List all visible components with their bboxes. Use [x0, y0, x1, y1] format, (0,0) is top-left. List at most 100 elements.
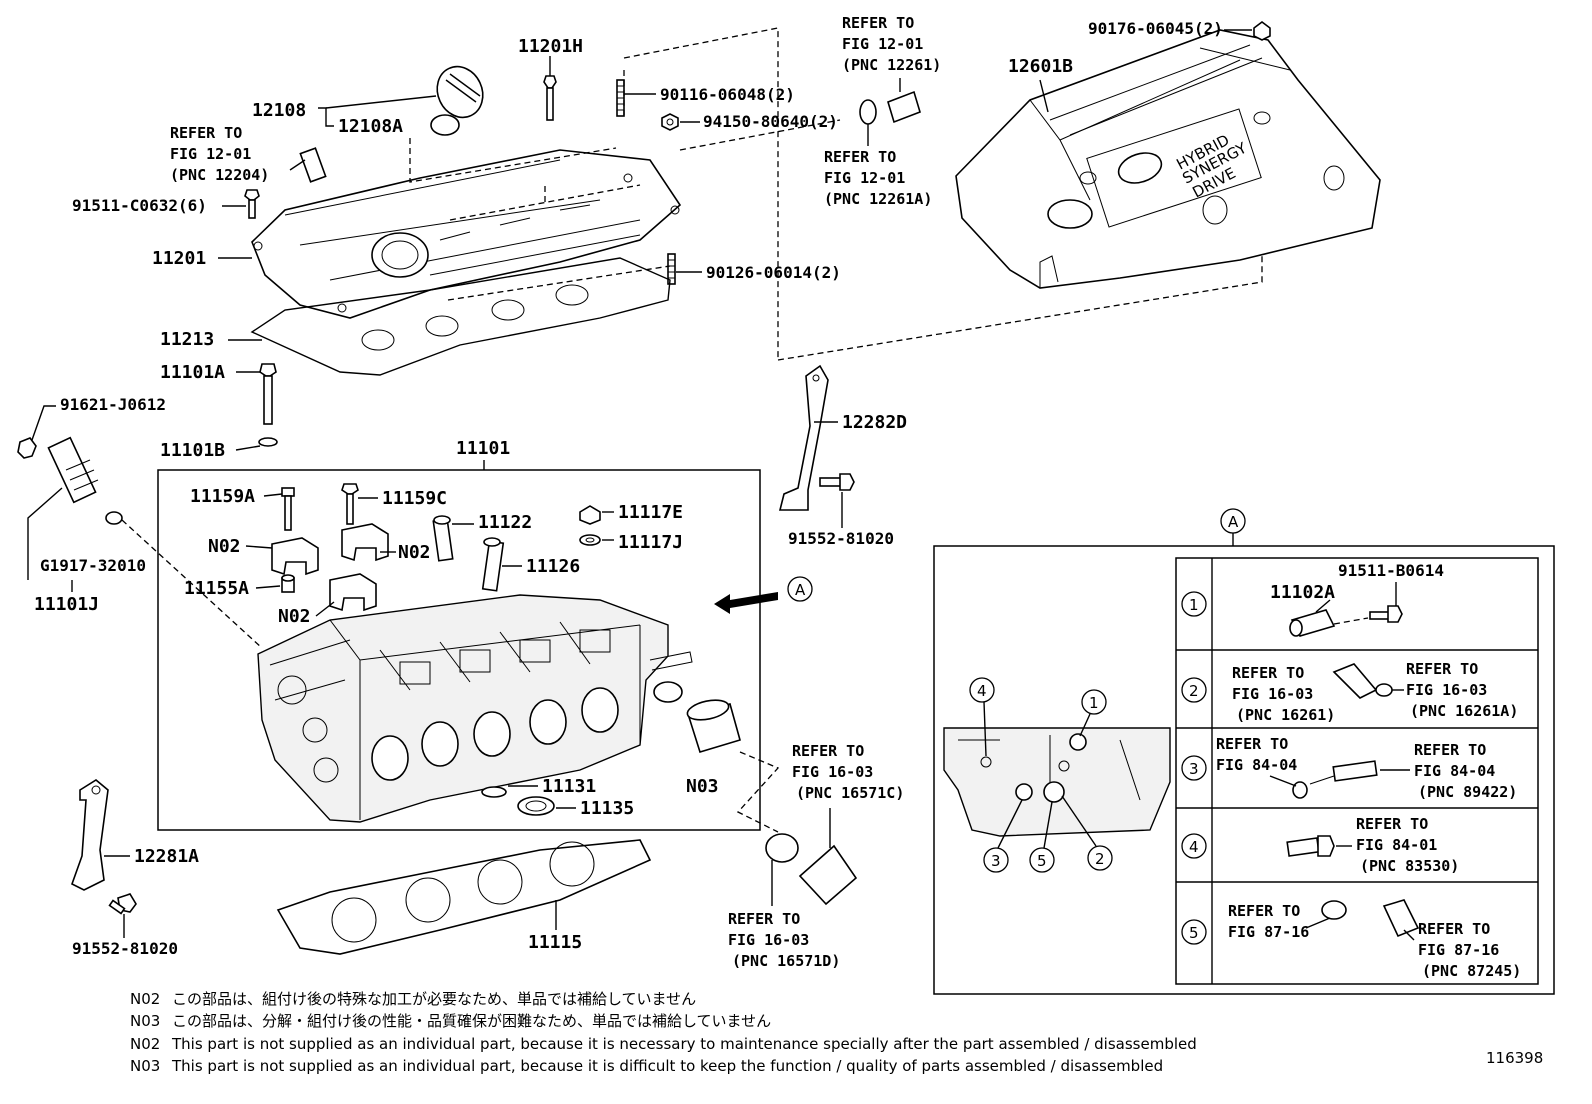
row2-num-circle: [1181, 677, 1207, 703]
stud-90116[interactable]: [616, 79, 625, 117]
label-11101J: 11101J: [34, 594, 99, 615]
row3-num: 3: [1189, 760, 1199, 778]
head-bolt-11101A[interactable]: [258, 363, 278, 447]
label-91552-b: 91552-81020: [788, 529, 894, 548]
pcv-valve[interactable]: [289, 147, 327, 183]
label-N02-a: N02: [208, 536, 241, 557]
engine-hanger-12281A[interactable]: [71, 779, 109, 891]
cam-position-sensor[interactable]: [1289, 609, 1336, 637]
row2-right-line1: REFER TO: [1406, 660, 1478, 678]
label-90176: 90176-06045(2): [1088, 19, 1223, 38]
oil-control-valve[interactable]: [17, 436, 123, 525]
label-11201: 11201: [152, 248, 206, 269]
cylinder-head[interactable]: [257, 594, 693, 823]
bolt-11159C[interactable]: [341, 483, 359, 525]
row3-right-line2: FIG 84-04: [1414, 762, 1495, 780]
row2-num: 2: [1189, 682, 1199, 700]
label-11115: 11115: [528, 932, 582, 953]
engine-cover[interactable]: [955, 29, 1381, 289]
plug-11117E[interactable]: [579, 505, 601, 525]
camshaft-cap-1[interactable]: [271, 537, 319, 576]
refer-16571D-line1: REFER TO: [728, 910, 800, 928]
refer-16571C-line1: REFER TO: [792, 742, 864, 760]
refer-12261-line2: FIG 12-01: [842, 35, 923, 53]
row5-num: 5: [1189, 924, 1199, 942]
temp-sensor[interactable]: [1292, 760, 1378, 799]
label-N02-b: N02: [398, 542, 431, 563]
note-4-code: N03: [130, 1057, 160, 1075]
engine-hanger-12282D[interactable]: [778, 364, 829, 511]
note-1-text: この部品は、組付け後の特殊な加工が必要なため、単品では補給していません: [172, 990, 696, 1008]
row2-hose[interactable]: [1332, 663, 1393, 699]
oil-filler-cap[interactable]: [429, 59, 491, 136]
callout-2: 2: [1061, 795, 1113, 871]
cylinder-head-cover[interactable]: [251, 149, 682, 319]
camshaft-cap-2[interactable]: [341, 523, 389, 562]
bolt-91511-B0614[interactable]: [1369, 605, 1403, 623]
dowel-11155A[interactable]: [281, 574, 295, 593]
row3-left-line1: REFER TO: [1216, 735, 1288, 753]
detail-box-A: [933, 545, 1555, 995]
label-91511-C0632: 91511-C0632(6): [72, 196, 207, 215]
cover-gasket[interactable]: [250, 257, 671, 376]
refer-16571C-line3: (PNC 16571C): [796, 784, 904, 802]
valve-guide-11126[interactable]: [481, 537, 505, 592]
bolt-91511-C0632[interactable]: [244, 189, 260, 219]
label-11159C: 11159C: [382, 488, 447, 509]
head-gasket[interactable]: [276, 839, 652, 955]
cylinder-head-box: [157, 469, 761, 831]
bolt-11159A[interactable]: [281, 487, 295, 531]
label-11101: 11101: [456, 438, 510, 459]
bolt-91552-b[interactable]: [819, 473, 855, 491]
row3-num-circle: [1181, 755, 1207, 781]
label-11135: 11135: [580, 798, 634, 819]
refer-12204-line3: (PNC 12204): [170, 166, 269, 184]
label-G1917: G1917-32010: [40, 556, 146, 575]
gasket-11117J[interactable]: [579, 534, 601, 546]
row5-left-line1: REFER TO: [1228, 902, 1300, 920]
refer-16571D-line2: FIG 16-03: [728, 931, 809, 949]
seal-11131[interactable]: [481, 786, 507, 798]
label-N03: N03: [686, 776, 719, 797]
svg-text:A: A: [1228, 513, 1239, 531]
row5-clamp-and-hose[interactable]: [1321, 899, 1420, 938]
stud-90126[interactable]: [667, 253, 676, 285]
note-2-code: N03: [130, 1012, 160, 1030]
water-hose[interactable]: [765, 833, 858, 906]
nut-90176[interactable]: [1253, 21, 1271, 41]
valve-guide-11122[interactable]: [432, 515, 454, 562]
camshaft-cap-3[interactable]: [329, 573, 377, 612]
svg-text:2: 2: [1095, 850, 1105, 868]
label-11117E: 11117E: [618, 502, 683, 523]
bolt-11201H[interactable]: [543, 75, 557, 121]
row1-part-label: 11102A: [1270, 582, 1335, 603]
row1-num-circle: [1181, 591, 1207, 617]
figure-number: 116398: [1486, 1049, 1543, 1067]
refer-12261A-line1: REFER TO: [824, 148, 896, 166]
plug-N03[interactable]: [686, 697, 741, 753]
svg-text:4: 4: [977, 682, 987, 700]
row5-num-circle: [1181, 919, 1207, 945]
seal-11135[interactable]: [517, 796, 555, 816]
label-91621: 91621-J0612: [60, 395, 166, 414]
vent-hose[interactable]: [859, 90, 921, 125]
label-90126: 90126-06014(2): [706, 263, 841, 282]
nut-94150[interactable]: [661, 113, 679, 131]
oil-pressure-switch[interactable]: [1286, 835, 1335, 857]
refer-12204-line2: FIG 12-01: [170, 145, 251, 163]
detail-view-A-marker: A: [1220, 508, 1246, 546]
label-11131: 11131: [542, 776, 596, 797]
row4-num-circle: [1181, 833, 1207, 859]
label-12281A: 12281A: [134, 846, 199, 867]
row3-right-line3: (PNC 89422): [1418, 783, 1517, 801]
refer-12261A-line2: FIG 12-01: [824, 169, 905, 187]
row1-bolt-label: 91511-B0614: [1338, 561, 1444, 580]
label-12108A: 12108A: [338, 116, 403, 137]
bolt-91552-a[interactable]: [108, 893, 137, 915]
row2-right-line2: FIG 16-03: [1406, 681, 1487, 699]
label-11159A: 11159A: [190, 486, 255, 507]
row5-right-line3: (PNC 87245): [1422, 962, 1521, 980]
refer-12261A-line3: (PNC 12261A): [824, 190, 932, 208]
detail-table: [1175, 557, 1539, 985]
